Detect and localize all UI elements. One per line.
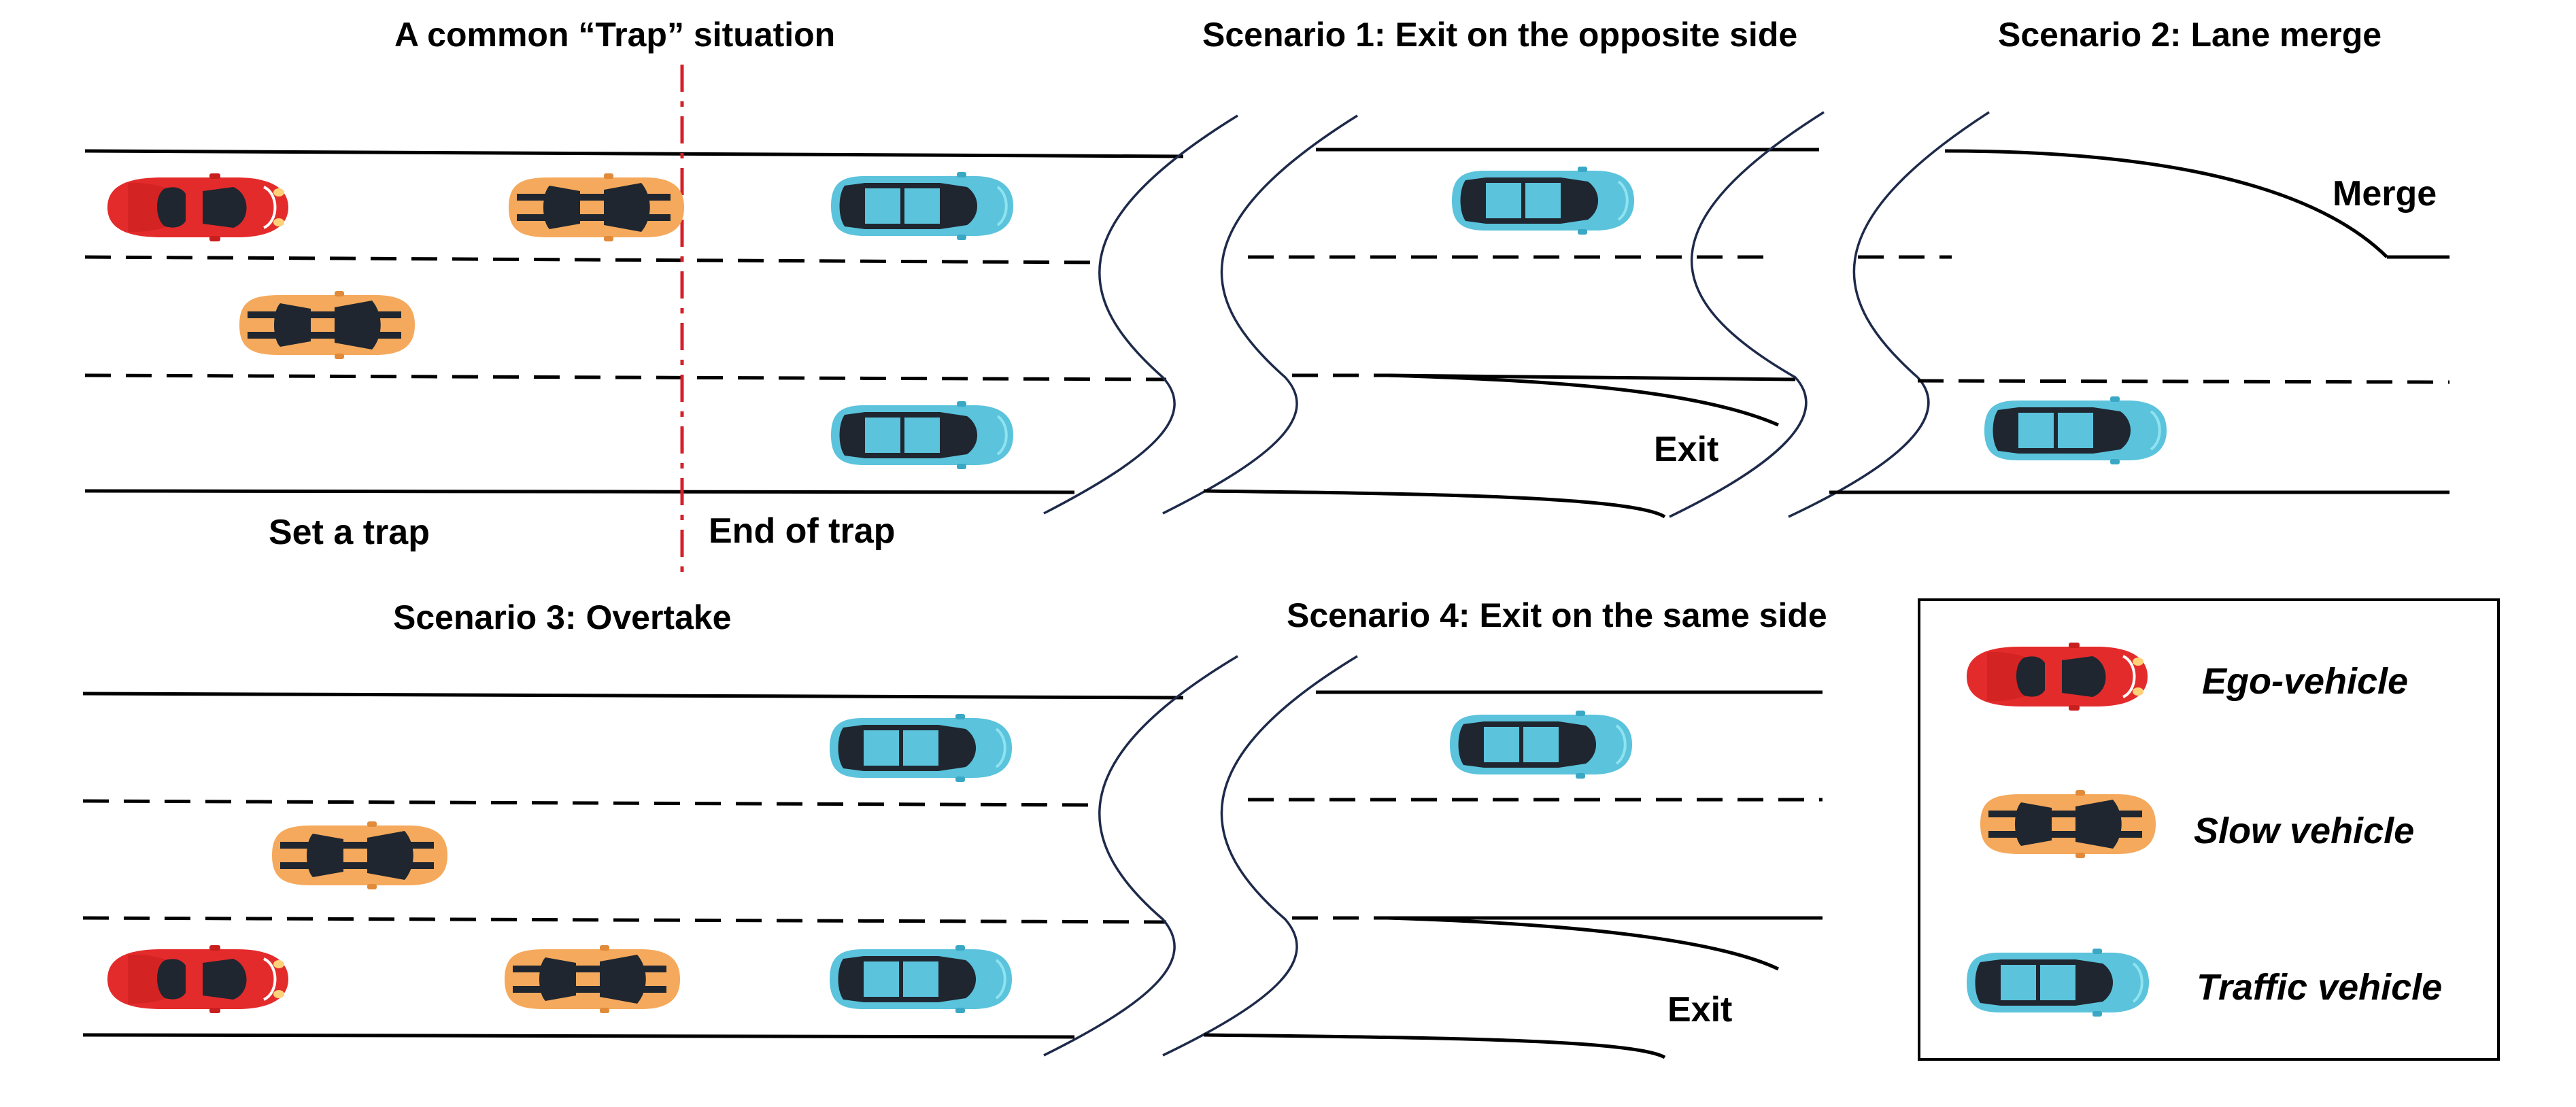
slow-vehicle-scenario-3-1: [272, 821, 447, 889]
road-break-top-2b: [1788, 111, 1990, 518]
ego-vehicle-scenario-3: [106, 944, 290, 1015]
slow-vehicle-scenario-3-2: [505, 945, 680, 1013]
road-break-top-1b: [1162, 114, 1358, 515]
traffic-vehicle-scenario-3-2: [828, 944, 1013, 1015]
trap-road: [84, 149, 1184, 494]
label-merge: Merge: [2333, 174, 2437, 214]
slow-vehicle-trap-1: [509, 173, 684, 241]
title-scenario-3: Scenario 3: Overtake: [393, 598, 732, 636]
legend-label-ego: Ego-vehicle: [2202, 661, 2408, 702]
traffic-vehicle-trap-2: [830, 400, 1015, 471]
slow-vehicle-trap-2: [239, 291, 415, 359]
legend-ego-icon: [1965, 641, 2149, 712]
legend-traffic-icon: [1965, 947, 2150, 1018]
traffic-vehicle-trap-1: [830, 171, 1015, 241]
traffic-vehicle-scenario-4: [1448, 709, 1633, 780]
label-set-a-trap: Set a trap: [269, 513, 430, 552]
road-break-top-1a: [1043, 114, 1238, 515]
road-break-top-2a: [1669, 111, 1825, 518]
label-end-of-trap: End of trap: [709, 511, 895, 551]
title-scenario-4: Scenario 4: Exit on the same side: [1287, 596, 1827, 634]
legend-slow-icon: [1980, 790, 2156, 858]
legend: Ego-vehicle Slow vehicle Traffic vehicle: [1918, 598, 2500, 1061]
title-scenario-1: Scenario 1: Exit on the opposite side: [1202, 16, 1797, 54]
traffic-vehicle-scenario-1: [1451, 165, 1636, 236]
scenario-2-road: [1829, 149, 2450, 494]
traffic-vehicle-scenario-2: [1983, 395, 2168, 466]
scenario-1-road: [1203, 148, 1819, 519]
legend-box: [1918, 598, 2500, 1061]
legend-label-slow: Slow vehicle: [2194, 811, 2414, 851]
title-scenario-2: Scenario 2: Lane merge: [1998, 16, 2382, 54]
label-exit-scenario-4: Exit: [1667, 990, 1732, 1029]
traffic-vehicle-scenario-3-1: [828, 713, 1013, 783]
ego-vehicle-trap: [106, 172, 290, 243]
scenario-3-road: [82, 692, 1184, 1039]
scenario-4-road: [1203, 690, 1823, 1059]
title-trap: A common “Trap” situation: [394, 16, 835, 54]
legend-label-traffic: Traffic vehicle: [2197, 967, 2442, 1008]
road-break-bottom-a: [1043, 655, 1238, 1057]
label-exit-scenario-1: Exit: [1654, 430, 1718, 469]
road-break-bottom-b: [1162, 655, 1358, 1057]
